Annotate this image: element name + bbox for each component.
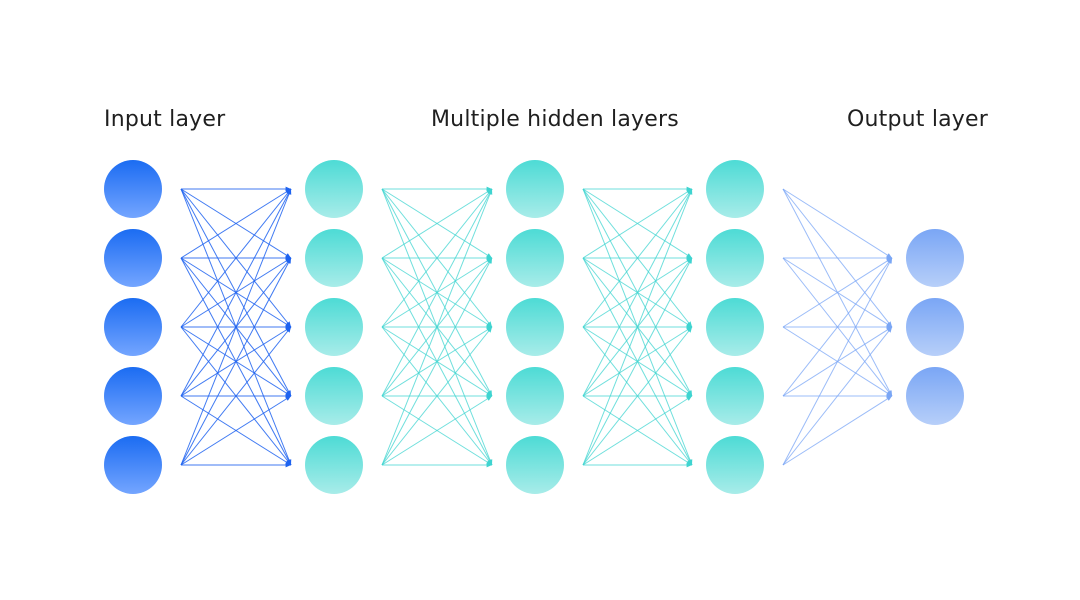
hidden-neuron-2-4: [305, 367, 363, 425]
connection-2-3-0: [582, 188, 693, 397]
hidden-neuron-4-1: [706, 160, 764, 218]
input-neuron-1-1: [104, 160, 162, 218]
connection-2-4-1: [582, 257, 693, 466]
hidden-neuron-4-2: [706, 229, 764, 287]
output-layer-label: Output layer: [847, 107, 989, 132]
connection-0-4-3: [180, 395, 292, 466]
hidden-neuron-3-4: [506, 367, 564, 425]
input-neuron-1-4: [104, 367, 162, 425]
connection-2-4-2: [582, 326, 693, 466]
connection-1-4-2: [381, 326, 493, 466]
hidden-neuron-3-5: [506, 436, 564, 494]
hidden-neuron-3-3: [506, 298, 564, 356]
connection-2-4-0: [582, 188, 693, 466]
connection-0-2-0: [180, 188, 292, 328]
input-layer-label: Input layer: [104, 107, 226, 132]
connection-1-4-3: [381, 395, 493, 466]
input-neuron-1-3: [104, 298, 162, 356]
hidden-neuron-3-2: [506, 229, 564, 287]
output-neuron-5-1: [906, 229, 964, 287]
hidden-neuron-4-4: [706, 367, 764, 425]
hidden-neuron-2-3: [305, 298, 363, 356]
connection-0-4-2: [180, 326, 292, 466]
connection-1-3-0: [381, 188, 493, 397]
connection-1-2-0: [381, 188, 493, 328]
connection-0-1-0: [180, 188, 292, 259]
input-neuron-1-5: [104, 436, 162, 494]
connection-3-4-1: [782, 326, 893, 466]
connection-2-1-0: [582, 188, 693, 259]
hidden-neuron-2-2: [305, 229, 363, 287]
hidden-neuron-3-1: [506, 160, 564, 218]
connection-3-3-0: [782, 257, 893, 397]
connection-1-4-1: [381, 257, 493, 466]
hidden-neuron-4-5: [706, 436, 764, 494]
connection-0-3-0: [180, 188, 292, 397]
connection-2-4-3: [582, 395, 693, 466]
output-neuron-5-2: [906, 298, 964, 356]
input-neuron-1-2: [104, 229, 162, 287]
hidden-neuron-2-1: [305, 160, 363, 218]
connection-3-2-0: [782, 257, 893, 328]
connection-3-4-0: [782, 257, 893, 466]
connection-3-4-2: [782, 395, 893, 466]
connection-0-4-0: [180, 188, 292, 466]
connection-3-0-0: [782, 188, 893, 259]
connection-1-1-0: [381, 188, 493, 259]
output-neuron-5-3: [906, 367, 964, 425]
connection-2-2-0: [582, 188, 693, 328]
connection-0-4-1: [180, 257, 292, 466]
hidden-layers-label: Multiple hidden layers: [431, 107, 679, 132]
connection-1-4-0: [381, 188, 493, 466]
connections: [180, 186, 893, 468]
hidden-neuron-4-3: [706, 298, 764, 356]
hidden-neuron-2-5: [305, 436, 363, 494]
neurons: [104, 160, 964, 494]
